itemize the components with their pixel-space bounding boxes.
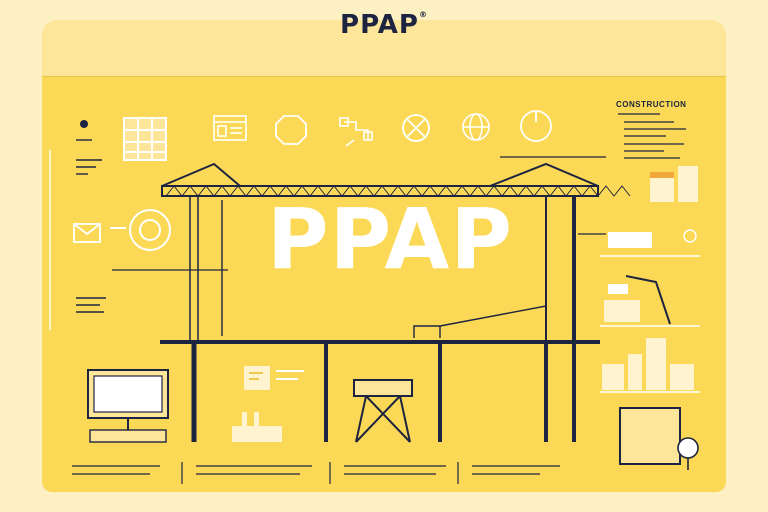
globe-icon	[462, 113, 490, 141]
header-band	[42, 20, 726, 77]
right-text-lines	[500, 113, 686, 159]
dot-icon	[80, 120, 88, 128]
target-icon	[520, 110, 552, 142]
laptop-icon	[578, 229, 700, 257]
crane-structure	[160, 162, 631, 442]
octagon-icon	[275, 115, 307, 145]
gear-target-icon	[110, 209, 171, 251]
flow-tools-icon	[339, 117, 373, 147]
envelope-icon	[73, 223, 101, 243]
registered-mark: ®	[418, 10, 428, 19]
bottom-captions	[72, 462, 560, 484]
center-title: PPAP	[267, 190, 513, 288]
cross-circle-icon	[402, 114, 430, 142]
calendar-grid-icon	[123, 117, 167, 161]
tablet-icon	[619, 407, 699, 470]
left-text-lines	[76, 139, 106, 313]
document-card	[244, 366, 304, 390]
sidebar-title: CONSTRUCTION	[616, 100, 687, 109]
monitor-icon	[87, 369, 169, 443]
calendar-card-icon	[650, 166, 698, 202]
files-icon	[600, 338, 700, 393]
browser-window-icon	[213, 115, 247, 141]
desk-lamp-icon	[600, 275, 700, 327]
header-title-text: PPAP	[340, 10, 419, 40]
header-title: PPAP®	[0, 10, 768, 40]
cup-box	[232, 412, 282, 442]
tower-stand	[353, 379, 413, 443]
